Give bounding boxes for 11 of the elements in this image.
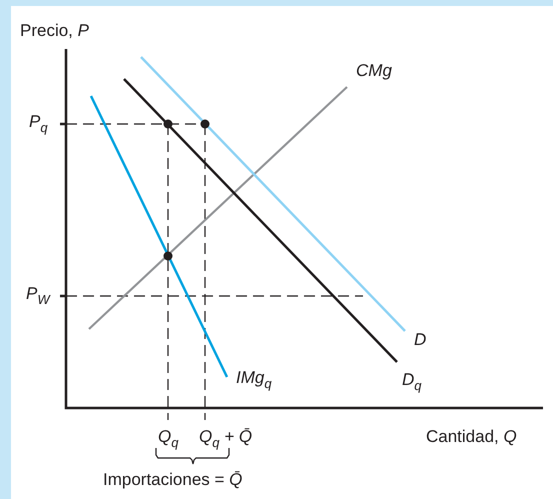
axis-tick-label: P$_{W}$ bbox=[26, 285, 50, 306]
curve-label: CMg bbox=[356, 62, 392, 79]
axis-tick-label: Q$_{q}$ bbox=[158, 428, 178, 449]
axis-tick-label: P$_{q}$ bbox=[29, 113, 48, 134]
axis-tick-label: Q$_{q}$ + Q̄ bbox=[199, 428, 252, 449]
axis-label: Precio, P bbox=[20, 22, 89, 39]
curve-label: D$_{q}$ bbox=[402, 371, 422, 392]
axis-label: Cantidad, Q bbox=[426, 428, 517, 445]
brace-label: Importaciones = Q̄ bbox=[103, 471, 242, 488]
curve-label: D bbox=[414, 331, 426, 348]
curve-label: IMg$_{q}$ bbox=[236, 369, 272, 390]
